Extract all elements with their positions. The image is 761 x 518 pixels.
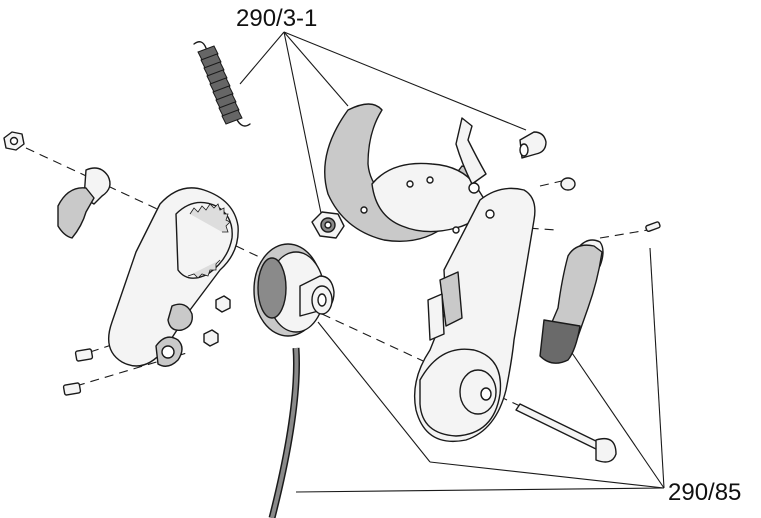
hex-bolt bbox=[311, 211, 345, 239]
long-pin bbox=[515, 403, 617, 463]
coil-spring bbox=[193, 41, 251, 127]
rivets bbox=[519, 131, 661, 233]
small-screws bbox=[62, 295, 231, 396]
label-290-85: 290/85 bbox=[668, 479, 741, 506]
leader-lines-bottom bbox=[295, 247, 665, 493]
geared-housing bbox=[108, 187, 239, 367]
wing-lever bbox=[57, 167, 111, 239]
leader-lines-top bbox=[239, 31, 527, 219]
anvil-jaw bbox=[371, 117, 487, 233]
handle-grip bbox=[539, 239, 604, 364]
label-290-3-1: 290/3-1 bbox=[236, 5, 317, 32]
gear-teeth bbox=[187, 203, 231, 279]
pulley-roller bbox=[253, 243, 335, 337]
hex-nut bbox=[3, 131, 25, 151]
handle-body bbox=[413, 187, 536, 442]
cable bbox=[268, 347, 300, 518]
